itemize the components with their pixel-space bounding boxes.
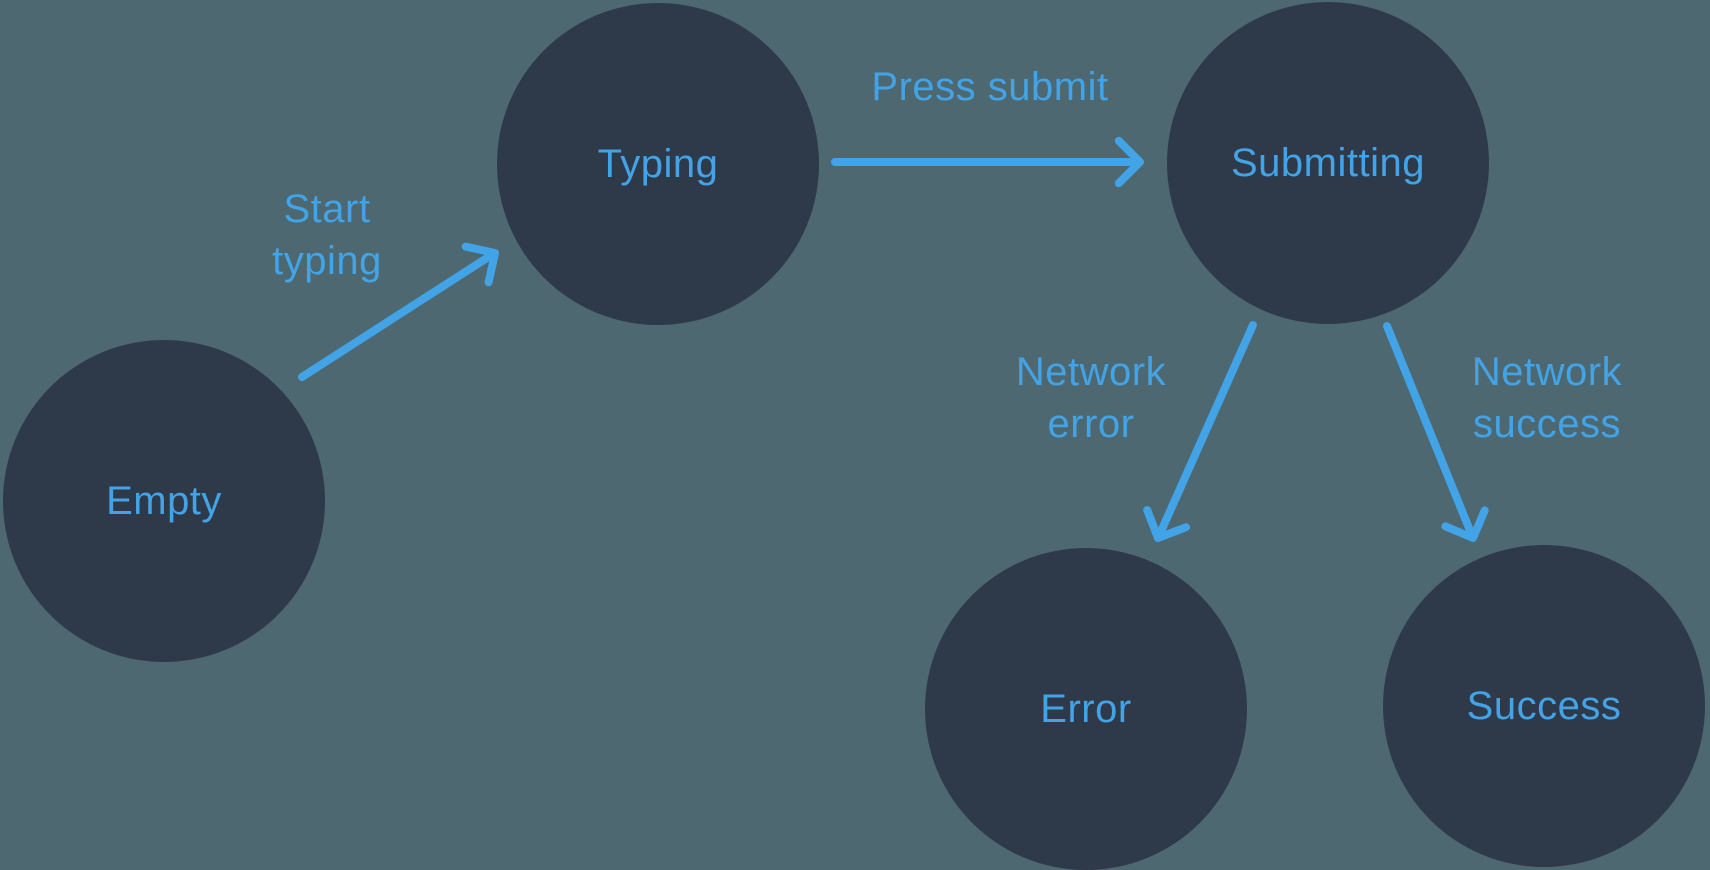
- edge-label-line: Press submit: [871, 65, 1109, 109]
- state-label-typing: Typing: [597, 141, 719, 186]
- edge-label-press-submit: Press submit: [871, 61, 1108, 113]
- state-node-empty: Empty: [3, 340, 325, 662]
- arrow-network-success: [1383, 322, 1489, 542]
- edge-label-line: Start: [283, 187, 371, 231]
- arrow-press-submit: [831, 136, 1144, 188]
- state-label-success: Success: [1466, 683, 1622, 728]
- edge-label-line: Network: [1471, 350, 1623, 394]
- state-node-success: Success: [1383, 545, 1705, 867]
- state-node-typing: Typing: [497, 3, 819, 325]
- edge-label-line: Network: [1015, 350, 1167, 394]
- edge-label-line: success: [1472, 402, 1621, 446]
- state-node-submitting: Submitting: [1167, 2, 1489, 324]
- edge-label-network-error: Network error: [1016, 346, 1166, 450]
- state-node-error: Error: [925, 548, 1247, 870]
- edge-label-line: typing: [272, 239, 382, 283]
- edge-label-start-typing: Start typing: [272, 183, 382, 287]
- state-label-empty: Empty: [106, 478, 222, 523]
- arrow-start-typing: [298, 242, 499, 381]
- edge-label-line: error: [1047, 402, 1135, 446]
- state-label-submitting: Submitting: [1231, 140, 1425, 185]
- edge-label-network-success: Network success: [1472, 346, 1622, 450]
- arrow-network-error: [1143, 321, 1257, 542]
- state-label-error: Error: [1040, 686, 1132, 731]
